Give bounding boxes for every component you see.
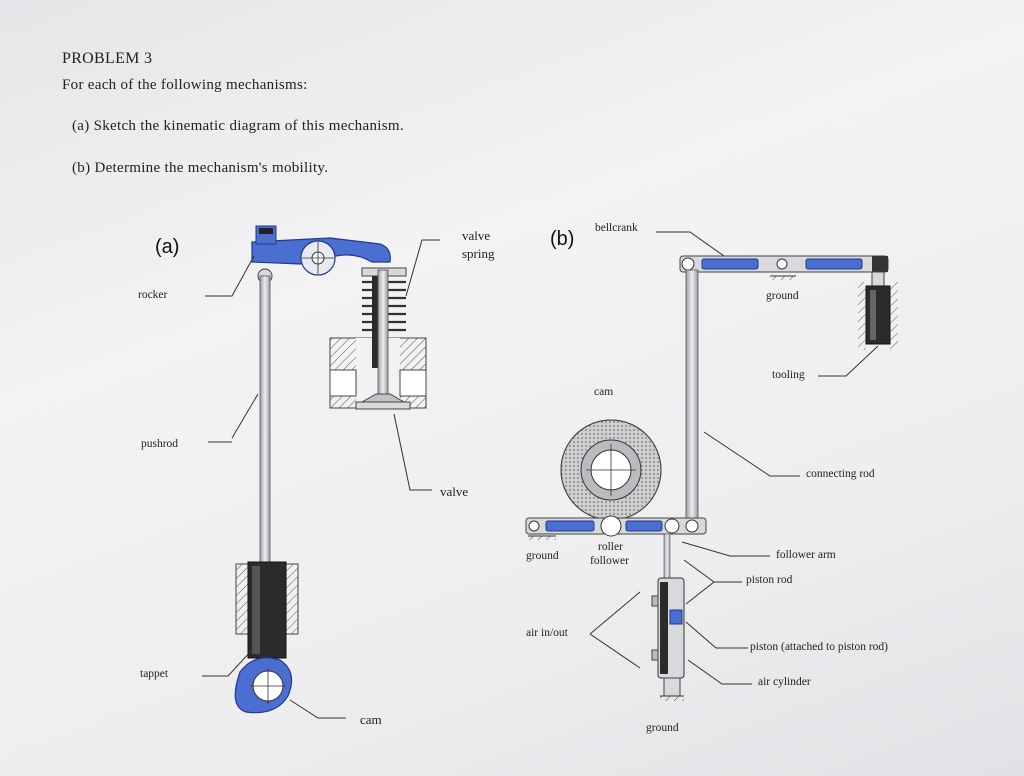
label-air-cylinder: air cylinder xyxy=(758,676,811,688)
label-roller-line2: follower xyxy=(590,555,629,567)
figure-a xyxy=(202,225,440,719)
problem-part-b: (b) Determine the mechanism's mobility. xyxy=(72,160,329,176)
label-bellcrank: bellcrank xyxy=(595,222,638,234)
leaders-a xyxy=(202,239,440,719)
label-roller-line1: roller xyxy=(598,541,623,553)
label-cam-a: cam xyxy=(360,712,382,727)
valve-assembly xyxy=(329,267,427,410)
label-follower-arm: follower arm xyxy=(776,549,836,561)
label-tappet: tappet xyxy=(140,668,169,680)
label-piston: piston (attached to piston rod) xyxy=(750,641,888,653)
problem-intro: For each of the following mechanisms: xyxy=(62,77,308,93)
label-connecting-rod: connecting rod xyxy=(806,468,875,480)
label-valve-spring-line2: spring xyxy=(462,246,495,261)
rocker-arm xyxy=(251,225,391,276)
label-ground-bottom: ground xyxy=(646,722,679,734)
pushrod xyxy=(257,268,273,567)
leaders-b xyxy=(589,231,879,685)
connecting-rod xyxy=(685,269,699,519)
figure-b xyxy=(525,231,898,701)
tappet-housing xyxy=(235,561,299,659)
label-valve-spring-line1: valve xyxy=(462,228,491,243)
cam-b xyxy=(560,419,662,521)
problem-title: PROBLEM 3 xyxy=(62,50,153,67)
panel-label-a: (a) xyxy=(155,236,180,258)
label-ground-top: ground xyxy=(766,290,799,302)
problem-part-a: (a) Sketch the kinematic diagram of this… xyxy=(72,118,404,134)
label-valve: valve xyxy=(440,484,469,499)
label-pushrod: pushrod xyxy=(141,438,179,450)
label-air-in-out: air in/out xyxy=(526,627,568,639)
cam-a xyxy=(234,657,293,714)
follower-arm xyxy=(525,515,707,540)
label-piston-rod: piston rod xyxy=(746,574,793,586)
bellcrank xyxy=(679,255,889,280)
panel-label-b: (b) xyxy=(550,228,575,250)
label-rocker: rocker xyxy=(138,289,168,301)
tooling xyxy=(858,271,898,350)
air-cylinder xyxy=(651,533,685,701)
label-ground-left: ground xyxy=(526,550,559,562)
label-cam-b: cam xyxy=(594,386,614,398)
label-tooling: tooling xyxy=(772,369,805,381)
